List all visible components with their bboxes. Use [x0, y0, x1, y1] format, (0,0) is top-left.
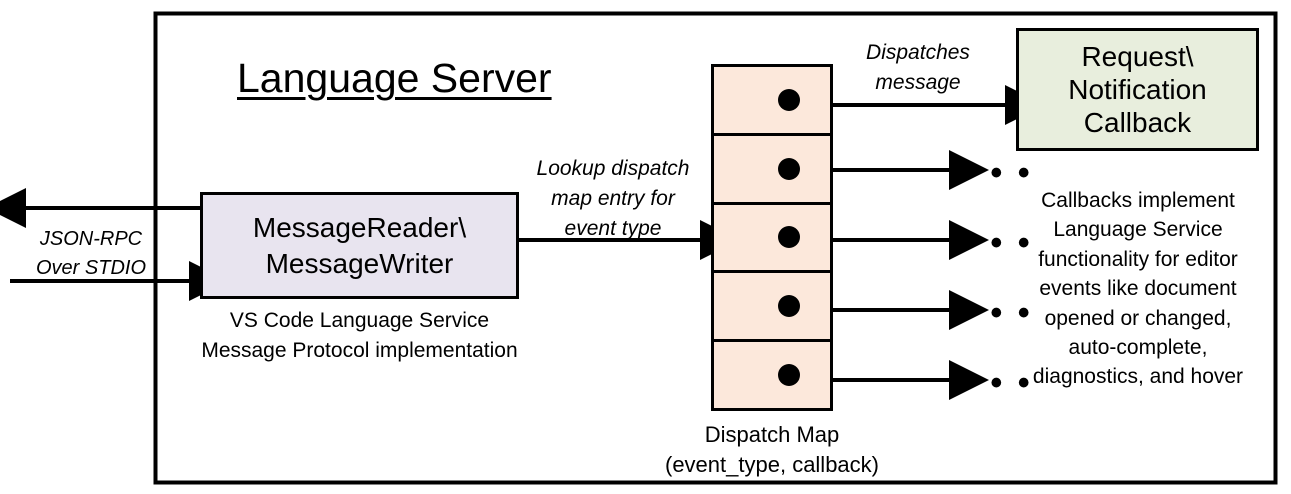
edge-label-dispatches-message: Dispatches message: [866, 41, 970, 94]
caption-dispatch-map: Dispatch Map (event_type, callback): [665, 422, 879, 477]
dispatch-map-row[interactable]: [714, 67, 830, 136]
node-dispatch-map[interactable]: [711, 64, 833, 411]
node-request-notification-callback-label: Request\ Notification Callback: [1068, 40, 1207, 139]
dispatch-map-row[interactable]: [714, 342, 830, 408]
edge-label-json-rpc: JSON-RPC Over STDIO: [35, 228, 146, 279]
page-title: Language Server: [237, 55, 552, 101]
dispatch-map-row[interactable]: [714, 205, 830, 274]
entry-dot-icon: [778, 226, 800, 249]
node-request-notification-callback[interactable]: Request\ Notification Callback: [1016, 28, 1259, 151]
caption-callback: Callbacks implement Language Service fun…: [1032, 189, 1244, 389]
entry-dot-icon: [778, 295, 800, 318]
edge-label-lookup-dispatch: Lookup dispatch map entry for event type: [536, 157, 690, 240]
node-message-reader-writer[interactable]: MessageReader\ MessageWriter: [200, 192, 519, 299]
caption-message-reader-writer: VS Code Language Service Message Protoco…: [201, 309, 518, 363]
entry-dot-icon: [778, 364, 800, 387]
entry-dot-icon: [778, 157, 800, 180]
ellipsis-marker: • • •: [963, 364, 1033, 402]
entry-dot-icon: [778, 88, 800, 111]
ellipsis-marker: • • •: [963, 154, 1033, 192]
ellipsis-marker: • • •: [963, 224, 1033, 262]
dispatch-map-row[interactable]: [714, 136, 830, 205]
ellipsis-marker: • • •: [963, 294, 1033, 332]
node-message-reader-writer-label: MessageReader\ MessageWriter: [252, 211, 467, 279]
dispatch-map-row[interactable]: [714, 273, 830, 343]
